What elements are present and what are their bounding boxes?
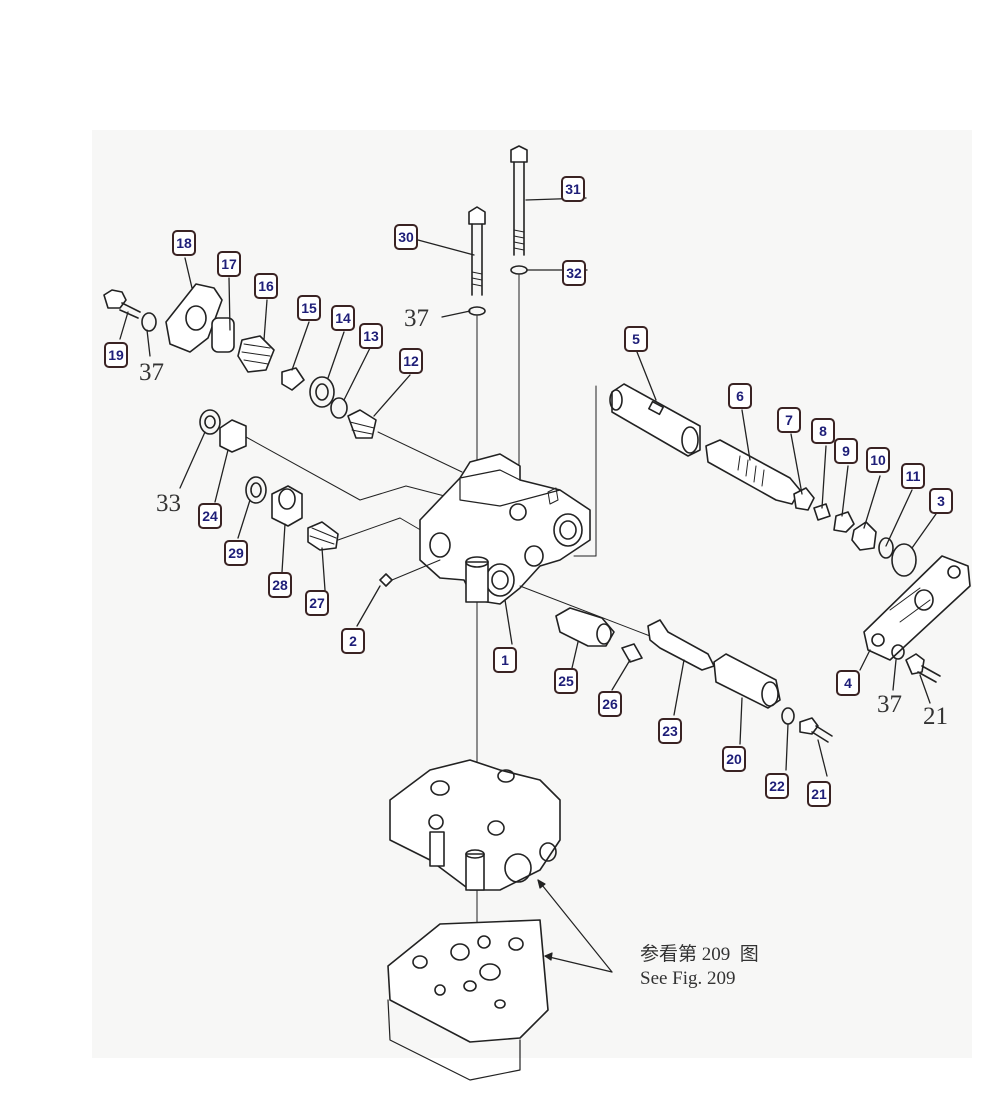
callout-16[interactable]: 16 bbox=[254, 273, 278, 299]
left-upper-parts bbox=[103, 283, 463, 473]
callout-8[interactable]: 8 bbox=[811, 418, 835, 444]
bolt-31-shape bbox=[510, 145, 528, 511]
callout-29[interactable]: 29 bbox=[224, 540, 248, 566]
callout-11[interactable]: 11 bbox=[901, 463, 925, 489]
leader-lines bbox=[119, 197, 937, 777]
lower-valve-body bbox=[389, 759, 561, 891]
label-21: 21 bbox=[923, 703, 948, 730]
callout-31[interactable]: 31 bbox=[561, 176, 585, 202]
callout-21[interactable]: 21 bbox=[807, 781, 831, 807]
callout-10[interactable]: 10 bbox=[866, 447, 890, 473]
callout-27[interactable]: 27 bbox=[305, 590, 329, 616]
callout-13[interactable]: 13 bbox=[359, 323, 383, 349]
label-37-top: 37 bbox=[404, 305, 429, 332]
callout-18[interactable]: 18 bbox=[172, 230, 196, 256]
left-middle-parts bbox=[199, 409, 461, 551]
callout-14[interactable]: 14 bbox=[331, 305, 355, 331]
callout-28[interactable]: 28 bbox=[268, 572, 292, 598]
callout-17[interactable]: 17 bbox=[217, 251, 241, 277]
callout-3[interactable]: 3 bbox=[929, 488, 953, 514]
label-33: 33 bbox=[156, 490, 181, 517]
callout-30[interactable]: 30 bbox=[394, 224, 418, 250]
lower-spool-parts bbox=[519, 585, 833, 743]
reference-arrows bbox=[537, 879, 613, 973]
callout-9[interactable]: 9 bbox=[834, 438, 858, 464]
cover-plate-4 bbox=[863, 555, 971, 683]
callout-24[interactable]: 24 bbox=[198, 503, 222, 529]
callout-15[interactable]: 15 bbox=[297, 295, 321, 321]
callout-5[interactable]: 5 bbox=[624, 326, 648, 352]
callout-6[interactable]: 6 bbox=[728, 383, 752, 409]
base-plate bbox=[387, 919, 549, 1081]
callout-20[interactable]: 20 bbox=[722, 746, 746, 772]
callout-22[interactable]: 22 bbox=[765, 773, 789, 799]
diagram-paper bbox=[92, 130, 972, 1058]
callout-32[interactable]: 32 bbox=[562, 260, 586, 286]
upper-right-parts bbox=[573, 383, 917, 577]
callout-1[interactable]: 1 bbox=[493, 647, 517, 673]
reference-note-cn: 参看第 209 图 bbox=[640, 944, 759, 965]
label-37-right: 37 bbox=[877, 691, 902, 718]
callout-4[interactable]: 4 bbox=[836, 670, 860, 696]
valve-body-1 bbox=[379, 453, 591, 605]
callout-26[interactable]: 26 bbox=[598, 691, 622, 717]
callout-19[interactable]: 19 bbox=[104, 342, 128, 368]
reference-note-en: See Fig. 209 bbox=[640, 968, 736, 989]
callout-23[interactable]: 23 bbox=[658, 718, 682, 744]
callout-7[interactable]: 7 bbox=[777, 407, 801, 433]
callout-25[interactable]: 25 bbox=[554, 668, 578, 694]
label-37-left: 37 bbox=[139, 359, 164, 386]
callout-12[interactable]: 12 bbox=[399, 348, 423, 374]
callout-2[interactable]: 2 bbox=[341, 628, 365, 654]
